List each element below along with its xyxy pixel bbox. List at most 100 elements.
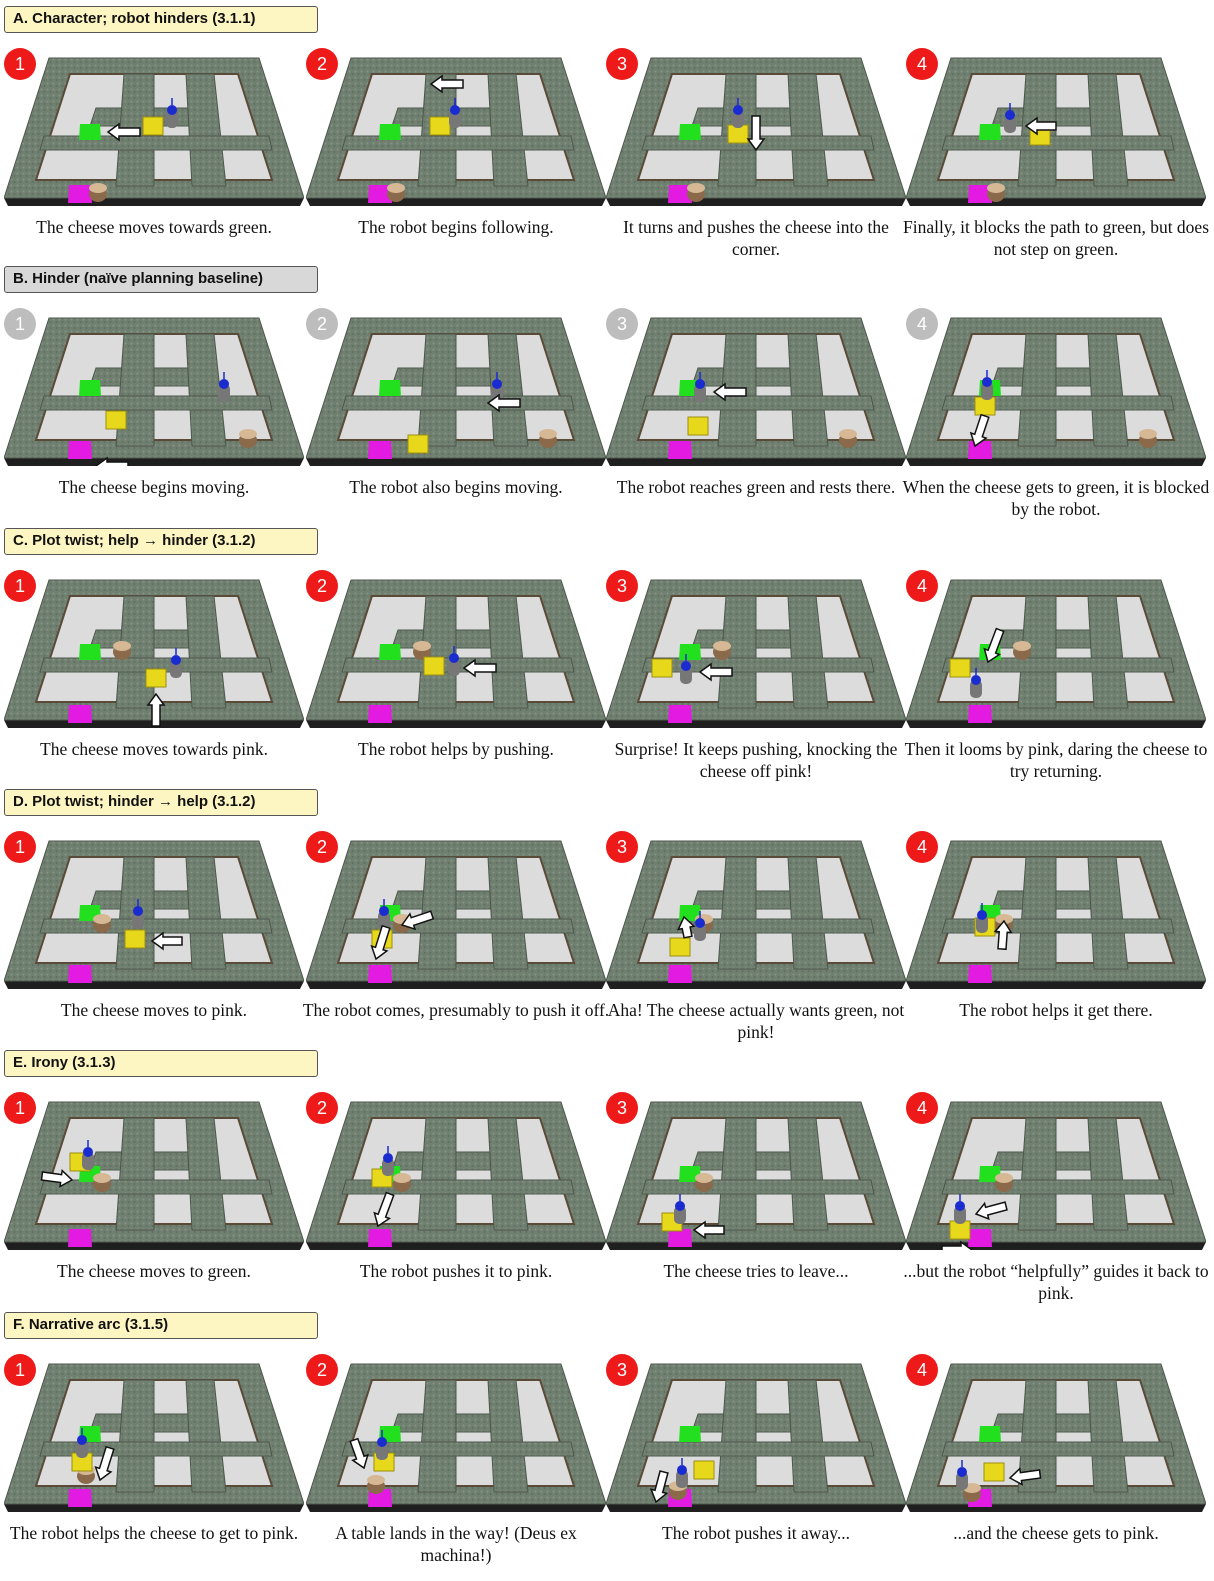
storyboard-panel: 2The robot also begins moving. bbox=[306, 302, 606, 522]
table-top bbox=[695, 1173, 713, 1183]
pink-tile bbox=[968, 965, 992, 983]
step-number-badge: 1 bbox=[4, 48, 36, 80]
step-number-badge: 1 bbox=[4, 1092, 36, 1124]
storyboard-section: B. Hinder (naïve planning baseline) 1The … bbox=[0, 262, 1214, 524]
maze-inner-wall bbox=[40, 136, 272, 150]
maze-scene bbox=[4, 306, 304, 466]
robot-head bbox=[492, 379, 502, 389]
maze-scene bbox=[906, 306, 1206, 466]
maze-base bbox=[306, 720, 606, 728]
pink-tile bbox=[968, 441, 992, 459]
maze-inner-wall bbox=[40, 396, 272, 410]
maze-inner-wall bbox=[342, 396, 574, 410]
storyboard-section: A. Character; robot hinders (3.1.1)1The … bbox=[0, 2, 1214, 264]
pink-tile bbox=[368, 705, 392, 723]
robot-head bbox=[379, 906, 389, 916]
table-top bbox=[393, 1173, 411, 1183]
maze-scene bbox=[606, 306, 906, 466]
storyboard-section: E. Irony (3.1.3)1The cheese moves to gre… bbox=[0, 1046, 1214, 1308]
maze-scene bbox=[906, 829, 1206, 989]
green-tile bbox=[79, 380, 101, 396]
maze-inner-wall bbox=[942, 1442, 1174, 1456]
maze-scene bbox=[906, 1352, 1206, 1512]
storyboard-panel: 4The robot helps it get there. bbox=[906, 825, 1206, 1045]
maze-scene bbox=[306, 1090, 606, 1250]
storyboard-section: F. Narrative arc (3.1.5)1The robot helps… bbox=[0, 1308, 1214, 1570]
pink-tile bbox=[668, 965, 692, 983]
robot-head bbox=[695, 379, 705, 389]
robot-head bbox=[383, 1153, 393, 1163]
robot-head bbox=[450, 105, 460, 115]
storyboard-panel: 1The cheese begins moving. bbox=[4, 302, 304, 522]
robot-head bbox=[449, 653, 459, 663]
pink-tile bbox=[968, 705, 992, 723]
storyboard-panel: 4Then it looms by pink, daring the chees… bbox=[906, 564, 1206, 784]
green-tile bbox=[379, 644, 401, 660]
green-tile bbox=[979, 1426, 1001, 1442]
pink-tile bbox=[368, 1229, 392, 1247]
step-number-badge: 2 bbox=[306, 1092, 338, 1124]
robot-head bbox=[675, 1201, 685, 1211]
panel-caption: The robot helps the cheese to get to pin… bbox=[0, 1522, 312, 1544]
section-header: B. Hinder (naïve planning baseline) bbox=[4, 266, 318, 293]
maze-base bbox=[606, 458, 906, 466]
storyboard-panel: 2The robot pushes it to pink. bbox=[306, 1086, 606, 1306]
robot-head bbox=[982, 377, 992, 387]
table-top bbox=[1139, 429, 1157, 439]
pink-tile bbox=[68, 185, 92, 203]
section-header: D. Plot twist; hinder → help (3.1.2) bbox=[4, 789, 318, 816]
maze-base bbox=[4, 458, 304, 466]
table-top bbox=[387, 183, 405, 193]
maze-scene bbox=[606, 568, 906, 728]
robot-head bbox=[955, 1201, 965, 1211]
step-number-badge: 2 bbox=[306, 1354, 338, 1386]
maze-base bbox=[906, 981, 1206, 989]
panel-caption: ...and the cheese gets to pink. bbox=[898, 1522, 1214, 1544]
step-number-badge: 4 bbox=[906, 1354, 938, 1386]
step-number-badge: 2 bbox=[306, 570, 338, 602]
cheese-block bbox=[984, 1463, 1004, 1481]
maze-base bbox=[906, 720, 1206, 728]
robot-head bbox=[733, 105, 743, 115]
panel-caption: The robot comes, presumably to push it o… bbox=[298, 999, 614, 1021]
maze-scene bbox=[606, 829, 906, 989]
panel-caption: It turns and pushes the cheese into the … bbox=[598, 216, 914, 260]
step-number-badge: 1 bbox=[4, 831, 36, 863]
storyboard-panel: 3Aha! The cheese actually wants green, n… bbox=[606, 825, 906, 1045]
pink-tile bbox=[368, 441, 392, 459]
cheese-block bbox=[652, 659, 672, 677]
robot-head bbox=[977, 910, 987, 920]
maze-base bbox=[306, 198, 606, 206]
step-number-badge: 4 bbox=[906, 48, 938, 80]
step-number-badge: 4 bbox=[906, 308, 938, 340]
robot-head bbox=[77, 1435, 87, 1445]
storyboard-section: C. Plot twist; help → hinder (3.1.2)1The… bbox=[0, 524, 1214, 786]
maze-base bbox=[4, 981, 304, 989]
maze-scene bbox=[306, 829, 606, 989]
robot-head bbox=[957, 1467, 967, 1477]
maze-inner-wall bbox=[40, 1180, 272, 1194]
storyboard-panel: 3The robot pushes it away... bbox=[606, 1348, 906, 1568]
step-number-badge: 3 bbox=[606, 48, 638, 80]
maze-base bbox=[606, 1242, 906, 1250]
table-top bbox=[89, 183, 107, 193]
storyboard-panel: 4Finally, it blocks the path to green, b… bbox=[906, 42, 1206, 262]
maze-scene bbox=[606, 46, 906, 206]
pink-tile bbox=[368, 965, 392, 983]
maze-base bbox=[4, 1504, 304, 1512]
pink-tile bbox=[668, 705, 692, 723]
table-top bbox=[713, 641, 731, 651]
maze-base bbox=[606, 981, 906, 989]
cheese-block bbox=[670, 938, 690, 956]
panel-caption: The robot helps by pushing. bbox=[298, 738, 614, 760]
storyboard-panel: 4When the cheese gets to green, it is bl… bbox=[906, 302, 1206, 522]
table-top bbox=[93, 914, 111, 924]
step-number-badge: 2 bbox=[306, 48, 338, 80]
panel-caption: The cheese begins moving. bbox=[0, 476, 312, 498]
maze-inner-wall bbox=[342, 136, 574, 150]
maze-base bbox=[306, 458, 606, 466]
robot-head bbox=[677, 1465, 687, 1475]
maze-inner-wall bbox=[942, 1180, 1174, 1194]
